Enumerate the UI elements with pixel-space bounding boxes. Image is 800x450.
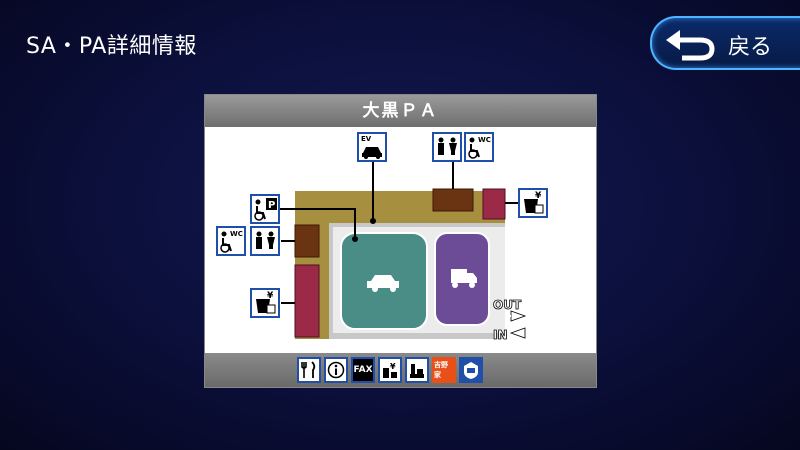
shop-building-left <box>294 264 320 338</box>
information-icon <box>324 357 348 383</box>
truck-icon <box>451 269 477 288</box>
restroom-building-top <box>432 188 474 212</box>
restaurant-icon <box>297 357 321 383</box>
panel-title: 大黒ＰＡ <box>205 95 596 127</box>
highway-station-icon <box>459 357 483 383</box>
snack-icon <box>405 357 429 383</box>
fax-icon: FAX <box>351 357 375 383</box>
restroom-icon-top <box>432 132 462 162</box>
accessible-parking-icon: P <box>250 194 280 224</box>
exit-arrow-icon <box>510 310 527 322</box>
yoshinoya-icon: 吉野家 <box>432 357 456 383</box>
svg-text:EV: EV <box>361 135 372 143</box>
entrance-label: IN <box>493 328 508 342</box>
pa-detail-panel: 大黒ＰＡ <box>204 94 597 388</box>
svg-text:WC: WC <box>230 230 243 238</box>
svg-text:¥: ¥ <box>535 191 542 201</box>
back-button[interactable]: 戻る <box>650 16 800 70</box>
shop-icon-left: ¥ <box>250 288 280 318</box>
shop-icon: ¥ <box>378 357 402 383</box>
car-icon <box>367 275 399 292</box>
svg-text:P: P <box>268 200 275 211</box>
back-button-label: 戻る <box>728 35 773 60</box>
svg-text:WC: WC <box>478 136 491 144</box>
exit-label: OUT <box>493 298 522 312</box>
pa-map: OUT IN EV WC <box>216 132 548 342</box>
ev-charger-icon: EV <box>357 132 387 162</box>
facility-icon-bar: FAX ¥ 吉野家 <box>205 353 596 387</box>
svg-text:¥: ¥ <box>267 291 274 301</box>
svg-text:¥: ¥ <box>390 362 396 371</box>
entrance-arrow-icon <box>509 327 526 339</box>
return-arrow-icon <box>666 30 715 61</box>
page-title: SA・PA詳細情報 <box>26 34 197 59</box>
shop-icon-right: ¥ <box>518 188 548 218</box>
accessible-restroom-icon-top: WC <box>464 132 494 162</box>
shop-building-right <box>482 188 506 220</box>
restroom-icon-left <box>250 226 280 256</box>
accessible-restroom-icon-left: WC <box>216 226 246 256</box>
restroom-building-left <box>294 224 320 258</box>
